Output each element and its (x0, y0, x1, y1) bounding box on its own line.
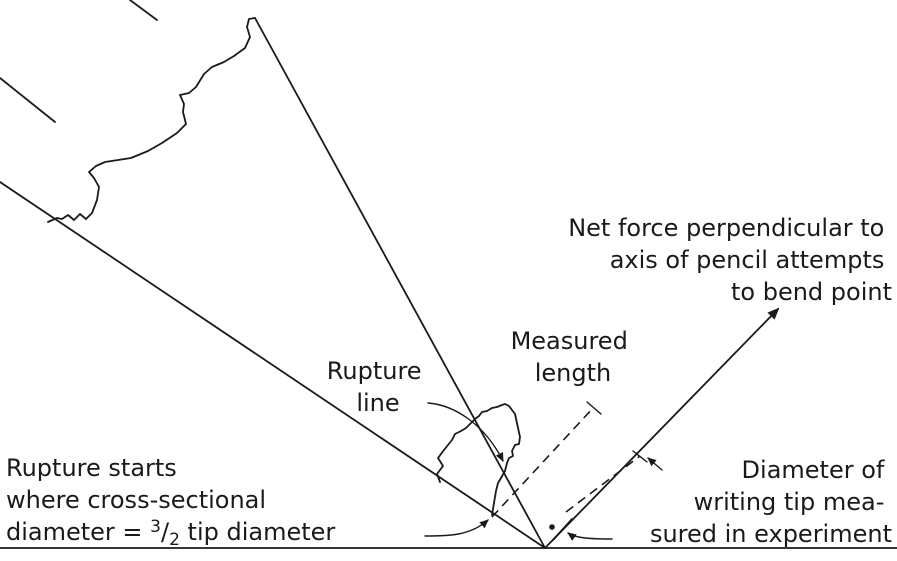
net-force-arrow (544, 307, 780, 549)
tip-diameter-dashed-line (565, 455, 641, 513)
tip-diameter-end-tick (632, 450, 648, 463)
wood-cut-boundary (47, 17, 256, 223)
measured-length-end-tick (586, 401, 602, 415)
diameter-end-arrow (647, 457, 663, 471)
pencil-inner-line-upper (129, 0, 158, 21)
measured-length-label: Measured length (511, 327, 636, 387)
pencil-left-edge (0, 181, 546, 549)
tip-end-cap (552, 518, 573, 541)
rupture-starts-label: Rupture starts where cross-sectional dia… (6, 454, 335, 550)
rupture-line-leader (427, 402, 504, 462)
net-force-label: Net force perpendicular to axis of penci… (568, 214, 892, 306)
pencil-right-edge (254, 17, 546, 549)
contact-point-dot (549, 524, 555, 530)
pencil-inner-line-lower (0, 77, 56, 123)
diameter-tip-leader (567, 532, 613, 541)
rupture-starts-leader (424, 519, 489, 537)
diameter-tip-label: Diameter of writing tip mea- sured in ex… (650, 456, 892, 548)
rupture-line (436, 403, 521, 516)
rupture-line-label: Rupture line (327, 357, 429, 417)
measured-length-dashed-line (491, 406, 595, 518)
